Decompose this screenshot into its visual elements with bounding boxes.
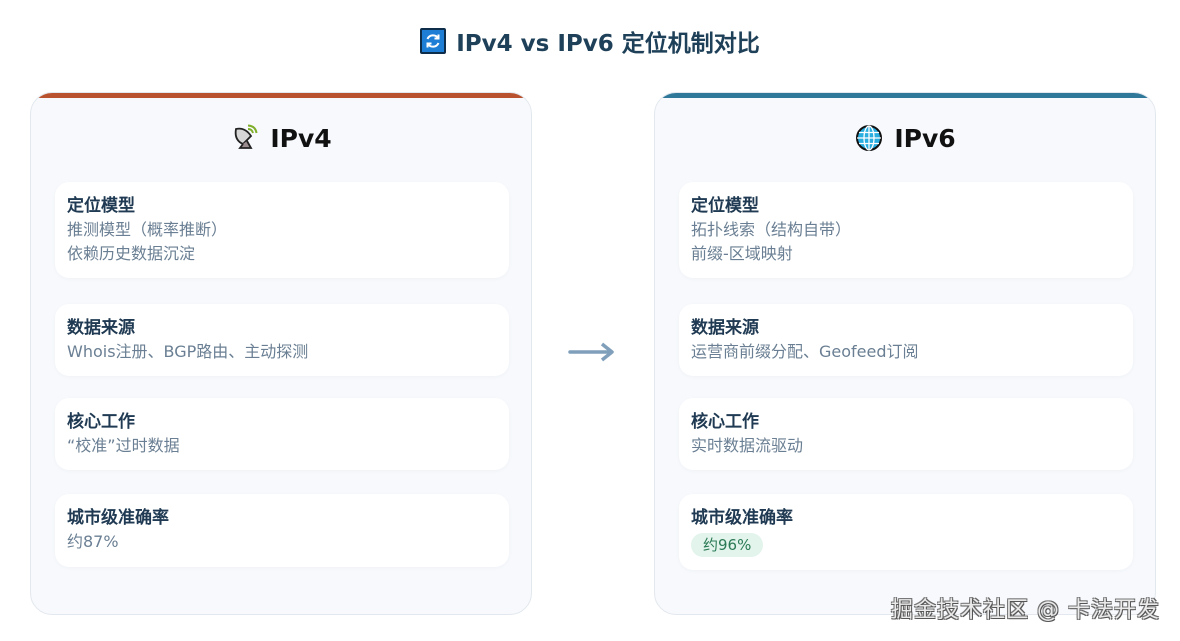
ipv6-item-source: 数据来源 运营商前缀分配、Geofeed订阅	[679, 304, 1133, 376]
item-label: 城市级准确率	[67, 508, 169, 528]
satellite-dish-icon	[230, 123, 260, 153]
ipv4-item-accuracy: 城市级准确率 约87%	[55, 494, 509, 567]
item-value: 依赖历史数据沉淀	[67, 244, 196, 263]
item-value: 前缀-区域映射	[691, 244, 793, 263]
ipv4-card: IPv4 定位模型 推测模型（概率推断） 依赖历史数据沉淀 数据来源 Whois…	[30, 92, 532, 615]
ipv6-title: IPv6	[894, 123, 956, 153]
item-value: “校准”过时数据	[67, 436, 180, 455]
accuracy-value: 约87%	[67, 532, 119, 551]
item-value: 运营商前缀分配、Geofeed订阅	[691, 342, 919, 361]
item-value: 拓扑线索（结构自带）	[691, 220, 852, 239]
ipv4-item-source: 数据来源 Whois注册、BGP路由、主动探测	[55, 304, 509, 376]
accuracy-badge: 约96%	[691, 533, 764, 557]
ipv4-title: IPv4	[270, 123, 332, 153]
title-text: IPv4 vs IPv6 定位机制对比	[456, 31, 760, 57]
ipv6-item-accuracy: 城市级准确率 约96%	[679, 494, 1133, 570]
ipv6-heading: IPv6	[655, 123, 1155, 153]
page-title: IPv4 vs IPv6 定位机制对比	[0, 24, 1180, 58]
item-label: 定位模型	[691, 196, 759, 216]
item-label: 数据来源	[691, 318, 759, 338]
item-value: Whois注册、BGP路由、主动探测	[67, 342, 309, 361]
ipv6-item-core-work: 核心工作 实时数据流驱动	[679, 398, 1133, 470]
item-value: 实时数据流驱动	[691, 436, 804, 455]
refresh-icon	[420, 28, 447, 54]
globe-icon	[854, 123, 884, 153]
ipv6-card: IPv6 定位模型 拓扑线索（结构自带） 前缀-区域映射 数据来源 运营商前缀分…	[654, 92, 1156, 615]
item-label: 核心工作	[67, 412, 135, 432]
ipv4-item-model: 定位模型 推测模型（概率推断） 依赖历史数据沉淀	[55, 182, 509, 278]
item-label: 数据来源	[67, 318, 135, 338]
item-label: 城市级准确率	[691, 508, 793, 528]
watermark: 掘金技术社区 @ 卡法开发	[891, 598, 1160, 623]
ipv4-heading: IPv4	[31, 123, 531, 153]
arrow-right-icon	[568, 342, 614, 362]
ipv6-item-model: 定位模型 拓扑线索（结构自带） 前缀-区域映射	[679, 182, 1133, 278]
item-label: 核心工作	[691, 412, 759, 432]
item-value: 推测模型（概率推断）	[67, 220, 228, 239]
item-label: 定位模型	[67, 196, 135, 216]
ipv4-item-core-work: 核心工作 “校准”过时数据	[55, 398, 509, 470]
